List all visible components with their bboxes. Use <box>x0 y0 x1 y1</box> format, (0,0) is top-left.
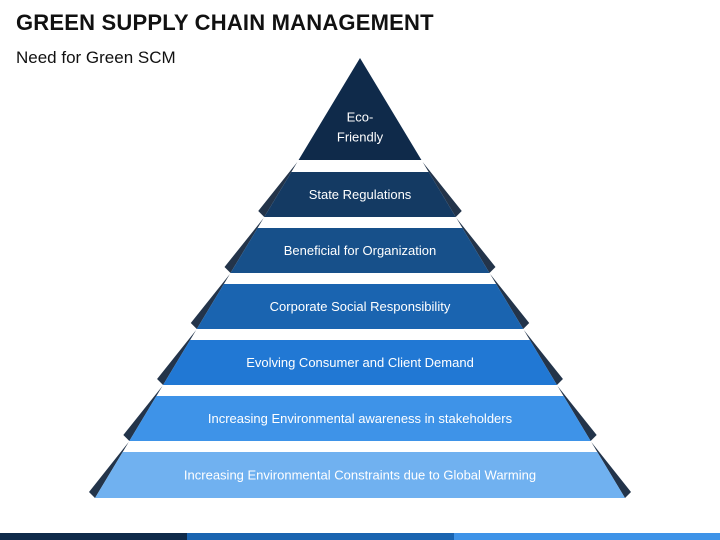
tier-edge-right <box>490 274 530 329</box>
bottom-bar-segment <box>453 533 720 540</box>
pyramid-level-3 <box>196 284 524 329</box>
tier-edge-left <box>157 330 197 385</box>
pyramid-level-6 <box>95 452 625 498</box>
page-title: GREEN SUPPLY CHAIN MANAGEMENT <box>16 10 434 35</box>
tier-edge-right <box>422 162 462 217</box>
tier-edge-left <box>123 386 163 441</box>
page-subtitle: Need for Green SCM <box>16 48 176 67</box>
pyramid-level-5 <box>129 396 591 441</box>
tier-edge-left <box>224 218 264 273</box>
tier-edge-right <box>456 218 496 273</box>
tier-edge-left <box>89 442 129 498</box>
bottom-bar-segment <box>0 533 188 540</box>
tier-edge-left <box>258 162 298 217</box>
pyramid-level-label-3: Corporate Social Responsibility <box>270 299 451 314</box>
pyramid-level-1 <box>264 172 456 217</box>
pyramid-shadows <box>89 162 631 498</box>
pyramid-level-label-4: Evolving Consumer and Client Demand <box>246 355 474 370</box>
pyramid-level-label-6: Increasing Environmental Constraints due… <box>184 467 536 482</box>
tier-edge-right <box>523 330 563 385</box>
pyramid-level-label-1: State Regulations <box>309 187 412 202</box>
bottom-bar-segment <box>187 533 454 540</box>
pyramid-level-label-2: Beneficial for Organization <box>284 243 436 258</box>
pyramid-apex <box>298 58 422 160</box>
tier-edge-left <box>190 274 230 329</box>
pyramid-level-label-5: Increasing Environmental awareness in st… <box>208 411 513 426</box>
tier-edge-right <box>557 386 597 441</box>
tier-edge-right <box>591 442 631 498</box>
apex-label-line-1: Eco- <box>347 109 374 124</box>
apex-label-line-2: Friendly <box>337 129 384 144</box>
pyramid-level-2 <box>230 228 490 273</box>
bottom-accent-bar <box>0 533 720 540</box>
pyramid-level-4 <box>163 340 557 385</box>
